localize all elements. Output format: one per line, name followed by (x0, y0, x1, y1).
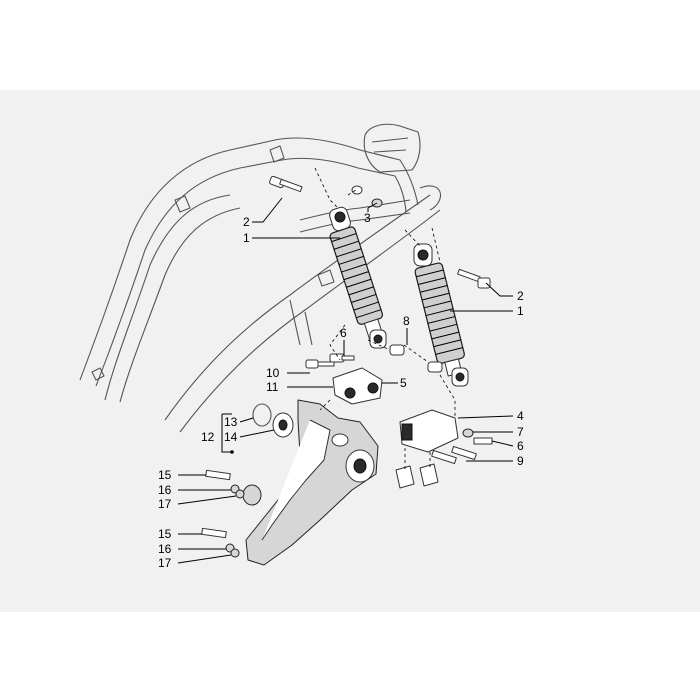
callout-1-upper-left: 1 (243, 231, 250, 245)
callout-16-lower: 16 (158, 542, 172, 556)
scooter-frame (79, 123, 442, 433)
callout-5: 5 (400, 376, 407, 390)
callout-8: 8 (403, 314, 410, 328)
callout-labels: 2 1 3 2 1 6 8 10 11 5 4 7 6 9 12 13 14 1… (158, 211, 524, 570)
left-shock-absorber (329, 206, 387, 349)
callout-2-upper-left: 2 (243, 215, 250, 229)
callout-4: 4 (517, 409, 524, 423)
callout-6-lower: 6 (517, 439, 524, 453)
callout-10: 10 (266, 366, 280, 380)
right-side-hardware (431, 428, 493, 465)
nuts-17 (230, 489, 245, 558)
callout-16-upper: 16 (158, 483, 172, 497)
callout-12: 12 (201, 430, 215, 444)
bushing-pair (389, 344, 443, 373)
bracket-right (399, 409, 459, 453)
callout-3: 3 (364, 211, 371, 225)
callout-15-upper: 15 (158, 468, 172, 482)
callout-17-upper: 17 (158, 497, 172, 511)
leader-lines (177, 197, 514, 564)
alignment-dashes (314, 167, 456, 470)
lower-bolts-15 (201, 469, 231, 539)
lower-clips (395, 463, 439, 489)
callout-6-upper: 6 (340, 326, 347, 340)
upper-right-bolt (457, 268, 491, 289)
callout-13: 13 (224, 415, 238, 429)
bracket-left (332, 367, 383, 405)
callout-17-lower: 17 (158, 556, 172, 570)
callout-2-right: 2 (517, 289, 524, 303)
upper-left-bolt (269, 175, 303, 193)
lower-shock-bolts (305, 353, 355, 369)
callout-1-right: 1 (517, 304, 524, 318)
callout-15-lower: 15 (158, 527, 172, 541)
right-shock-absorber (413, 243, 469, 387)
circlip-and-bearing (252, 403, 294, 438)
callout-11: 11 (266, 380, 279, 394)
diagram-panel (0, 90, 700, 612)
callout-7: 7 (517, 425, 524, 439)
callout-14: 14 (224, 430, 238, 444)
swing-arm-bracket (242, 399, 379, 566)
callout-9: 9 (517, 454, 524, 468)
upper-nut-washer (351, 185, 383, 208)
